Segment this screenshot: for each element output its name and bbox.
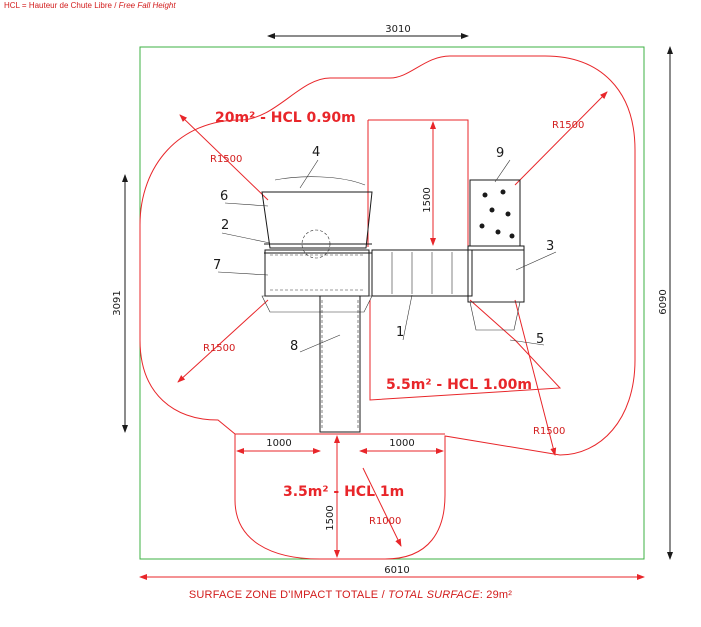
leader-9 [494, 159, 511, 183]
leader-7 [217, 271, 269, 276]
radius-line-ll [177, 299, 269, 383]
leader-1 [402, 294, 413, 341]
callout-7: 7 [213, 258, 221, 273]
leader-6 [224, 202, 269, 207]
equipment-slide [319, 295, 361, 433]
footer-text: SURFACE ZONE D'IMPACT TOTALE / [188, 589, 385, 601]
footer-value: : 29m² [479, 589, 513, 601]
equipment-bridge [371, 249, 473, 297]
mid-zone [369, 299, 562, 401]
leader-4 [299, 159, 319, 189]
radius-line-ur [514, 91, 608, 186]
legend-italic: Free Fall Height [118, 1, 176, 10]
radius-ur-label: R1500 [552, 120, 584, 131]
radius-line-lr [514, 299, 557, 456]
radius-ul-label: R1500 [210, 154, 242, 165]
dim-top-label: 3010 [385, 24, 410, 35]
radius-ll-label: R1500 [203, 343, 235, 354]
dim-bottom-label: 6010 [384, 565, 409, 576]
callout-6: 6 [220, 189, 228, 204]
equipment-left-tower [261, 176, 373, 313]
dim-ramp-label: 1500 [422, 187, 433, 212]
leader-8 [299, 334, 341, 353]
leader-5 [509, 339, 545, 346]
callout-2: 2 [221, 218, 229, 233]
callout-9: 9 [496, 146, 504, 161]
footer-italic: TOTAL SURFACE [388, 589, 480, 601]
callout-1: 1 [396, 325, 404, 340]
callout-4: 4 [312, 145, 320, 160]
radius-lr-label: R1500 [533, 426, 565, 437]
radius-line-ul [179, 114, 269, 201]
zone-bottom-label: 3.5m² - HCL 1m [283, 484, 404, 500]
zone-top-label: 20m² - HCL 0.90m [215, 110, 356, 126]
callout-8: 8 [290, 339, 298, 354]
dim-bottom-depth-label: 1500 [325, 505, 336, 530]
dim-left-extent-label: 1000 [266, 438, 291, 449]
leader-3 [515, 251, 557, 271]
total-surface-footer: SURFACE ZONE D'IMPACT TOTALE / TOTAL SUR… [0, 589, 701, 601]
radius-bottom-label: R1000 [369, 516, 401, 527]
slide-zone-rect [368, 119, 469, 247]
radius-line-bottom [362, 467, 402, 547]
callout-3: 3 [546, 239, 554, 254]
dim-right-extent-label: 1000 [389, 438, 414, 449]
callout-5: 5 [536, 332, 544, 347]
equipment-right-tower [467, 179, 525, 331]
legend: HCL = Hauteur de Chute Libre / Free Fall… [4, 1, 176, 10]
leader-2 [221, 232, 271, 244]
dim-right-label: 6090 [658, 289, 669, 314]
zone-mid-label: 5.5m² - HCL 1.00m [386, 377, 532, 393]
dim-left-label: 3091 [112, 290, 123, 315]
legend-text: HCL = Hauteur de Chute Libre / [4, 1, 117, 10]
impact-zone-outline [139, 55, 636, 560]
